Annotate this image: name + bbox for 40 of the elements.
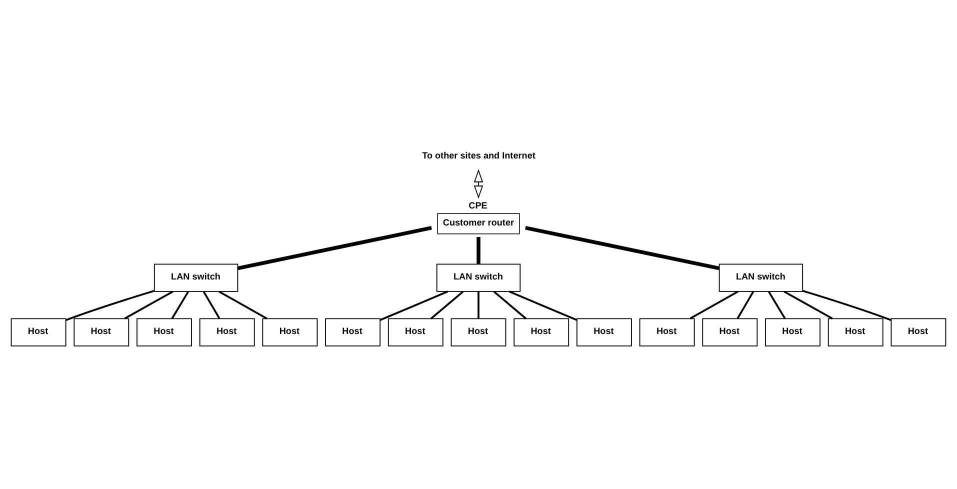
node-box: Host xyxy=(702,318,758,346)
connector xyxy=(476,237,480,264)
node-box: Host xyxy=(765,318,820,346)
connector xyxy=(784,290,833,320)
connector xyxy=(525,226,720,270)
node-box: Host xyxy=(576,318,632,346)
connector xyxy=(237,226,432,270)
connector xyxy=(171,291,189,320)
node-box: Host xyxy=(890,318,946,346)
node-box: Host xyxy=(514,318,570,346)
node-box: Host xyxy=(450,318,506,346)
node-box: Host xyxy=(136,318,192,346)
node-label: CPE xyxy=(468,200,488,211)
node-box: Host xyxy=(74,318,130,346)
connector xyxy=(802,290,892,321)
node-box: LAN switch xyxy=(154,264,238,292)
connector xyxy=(478,292,480,319)
connector xyxy=(508,290,578,321)
connector xyxy=(768,291,786,320)
connector xyxy=(430,290,464,320)
node-box: Host xyxy=(325,318,381,346)
node-box: LAN switch xyxy=(718,264,804,292)
node-box: LAN switch xyxy=(436,264,521,292)
connector xyxy=(202,291,220,320)
node-box: Host xyxy=(828,318,884,346)
node-box: Host xyxy=(10,318,66,346)
node-box: Host xyxy=(388,318,444,346)
node-text: To other sites and Internet xyxy=(422,150,536,160)
connector xyxy=(493,290,527,320)
node-box: Host xyxy=(639,318,695,346)
connector xyxy=(380,290,448,321)
connector xyxy=(66,290,154,321)
node-box: Host xyxy=(199,318,255,346)
connector xyxy=(124,290,174,320)
node-box: Host xyxy=(262,318,318,346)
node-box: Customer router xyxy=(437,213,520,234)
connector xyxy=(690,290,738,320)
arrow xyxy=(474,169,484,199)
connector xyxy=(736,291,754,320)
connector xyxy=(218,290,268,320)
